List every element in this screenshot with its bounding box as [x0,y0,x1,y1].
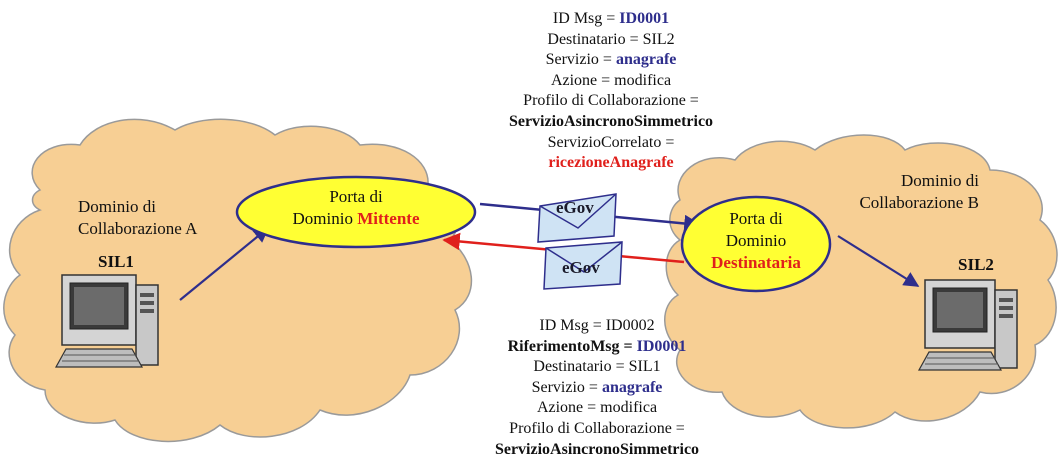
porta-destinataria-ellipse [680,195,832,293]
response-servizio-value: anagrafe [601,378,663,396]
request-id: ID Msg = ID0001 [509,9,713,30]
request-correlato-label: ServizioCorrelato = [547,133,675,151]
response-destinatario: Destinatario = SIL1 [533,358,661,376]
domain-a-label-line1: Dominio di [78,197,156,216]
domain-a-label-line2: Collaborazione A [78,219,198,238]
domain-b-label-line2: Collaborazione B [859,193,979,212]
request-id-label: ID Msg = [552,10,620,27]
response-servizio-label: Servizio = [531,378,602,396]
envelope-request [537,193,617,243]
response-azione: Azione = modifica [536,399,658,417]
porta-mittente-highlight: Mittente [357,209,420,228]
porta-mittente-line2: Dominio Mittente [292,208,419,230]
response-servizio: Servizio = anagrafe [495,378,699,399]
response-rif: RiferimentoMsg = ID0001 [495,337,699,358]
request-profilo-value: ServizioAsincronoSimmetrico [508,112,714,130]
sil2-label: SIL2 [958,255,994,274]
porta-mittente-ellipse [235,175,477,249]
porta-destinataria-label: Porta di Dominio Destinataria [711,208,801,274]
domain-b-label: Dominio di Collaborazione B [846,170,979,214]
request-azione: Azione = modifica [550,71,672,89]
request-id-value: ID0001 [619,10,670,27]
request-servizio-label: Servizio = [545,51,616,69]
porta-destinataria-line2: Dominio [725,231,787,250]
response-info-block: ID Msg = ID0002 RiferimentoMsg = ID0001 … [495,316,699,460]
arrow-destinataria-to-sil2 [837,235,920,287]
porta-destinataria-line1: Porta di [729,209,783,228]
envelope-request-label: eGov [556,198,594,217]
response-id: ID Msg = ID0002 [539,317,655,334]
arrow-sil1-to-mittente [179,227,270,301]
sil1-label: SIL1 [98,252,134,271]
response-rif-value: ID0001 [636,337,687,355]
response-profilo-value: ServizioAsincronoSimmetrico [494,440,700,458]
request-info-block: ID Msg = ID0001 Destinatario = SIL2 Serv… [509,9,713,174]
request-profilo-label: Profilo di Collaborazione = [523,92,699,110]
request-correlato-value: ricezioneAnagrafe [548,154,674,172]
response-profilo-label: Profilo di Collaborazione = [509,419,685,437]
computer-sil2-icon [917,279,1018,371]
request-destinatario: Destinatario = SIL2 [547,30,675,48]
response-rif-label: RiferimentoMsg = [507,337,637,355]
porta-mittente-line1: Porta di [329,187,383,206]
porta-mittente-label: Porta di Dominio Mittente [292,186,419,230]
porta-destinataria-line3: Destinataria [711,253,801,272]
domain-b-label-line1: Dominio di [901,171,979,190]
domain-a-label: Dominio di Collaborazione A [78,196,197,240]
request-servizio-value: anagrafe [615,51,677,69]
porta-mittente-line2-prefix: Dominio [292,209,358,228]
envelope-response [543,241,623,290]
request-servizio: Servizio = anagrafe [509,50,713,71]
envelope-response-label: eGov [562,258,600,277]
computer-sil1-icon [54,274,159,368]
